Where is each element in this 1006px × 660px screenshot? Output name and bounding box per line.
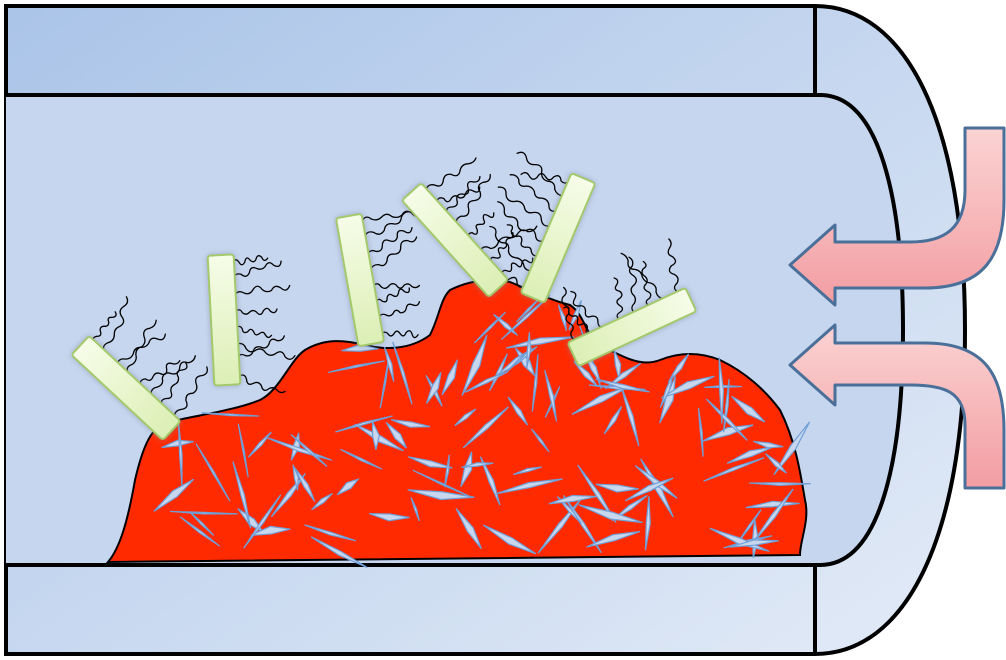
rod-particle-2	[208, 254, 241, 385]
